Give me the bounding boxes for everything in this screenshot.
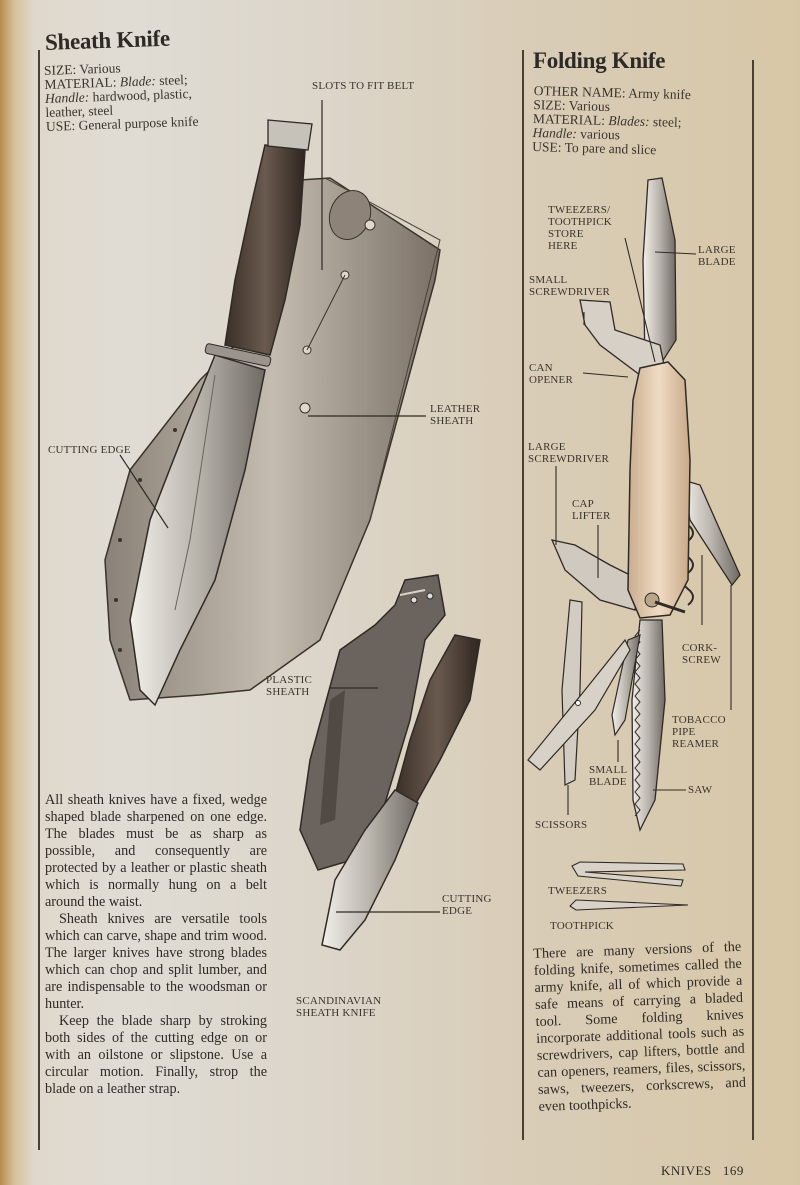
label-scissors: SCISSORS	[535, 819, 588, 831]
spec-blades-value: steel;	[652, 114, 682, 130]
sheath-knife-specs: SIZE: Various MATERIAL: Blade: steel; Ha…	[44, 59, 199, 134]
folding-paragraph: There are many versions of the folding k…	[533, 938, 747, 1115]
spec-other-name-value: Army knife	[628, 85, 692, 103]
folding-knife-illustration	[527, 177, 741, 911]
spec-use-label: USE:	[532, 138, 562, 155]
spec-use-value: To pare and slice	[564, 139, 657, 158]
label-toothpick: TOOTHPICK	[550, 920, 614, 932]
sheath-knife-blade-illustration	[129, 354, 266, 707]
label-saw: SAW	[688, 784, 713, 796]
knife-handle	[224, 144, 306, 356]
folding-knife-title: Folding Knife	[533, 48, 666, 73]
scandinavian-blade	[321, 789, 419, 951]
folding-knife-body: There are many versions of the folding k…	[533, 939, 747, 1116]
center-column-rule	[522, 50, 524, 1140]
plastic-sheath-illustration	[299, 574, 446, 871]
right-column-rule	[752, 60, 754, 1140]
knife-pommel	[267, 119, 313, 151]
label-corkscrew: CORK-SCREW	[682, 642, 721, 666]
folding-knife-specs: OTHER NAME: Army knife SIZE: Various MAT…	[532, 83, 692, 158]
sheath-paragraph-2: Sheath knives are versatile tools which …	[45, 911, 267, 1012]
label-tweezers: TWEEZERS	[548, 885, 608, 897]
label-cutting-edge: CUTTING EDGE	[48, 444, 131, 456]
label-slots-to-fit-belt: SLOTS TO FIT BELT	[312, 80, 415, 92]
page-number: 169	[722, 1163, 744, 1178]
sheath-knife-title: Sheath Knife	[44, 25, 171, 55]
sheath-paragraph-1: All sheath knives have a fixed, wedge sh…	[45, 792, 267, 910]
sheath-knife-body: All sheath knives have a fixed, wedge sh…	[45, 792, 267, 1098]
spec-use-label: USE:	[45, 117, 76, 134]
knife-guard	[204, 343, 272, 367]
section-name: KNIVES	[661, 1163, 712, 1178]
left-column-rule	[38, 50, 40, 1150]
page-footer: KNIVES 169	[661, 1163, 744, 1179]
sheath-paragraph-3: Keep the blade sharp by stroking both si…	[45, 1013, 267, 1097]
